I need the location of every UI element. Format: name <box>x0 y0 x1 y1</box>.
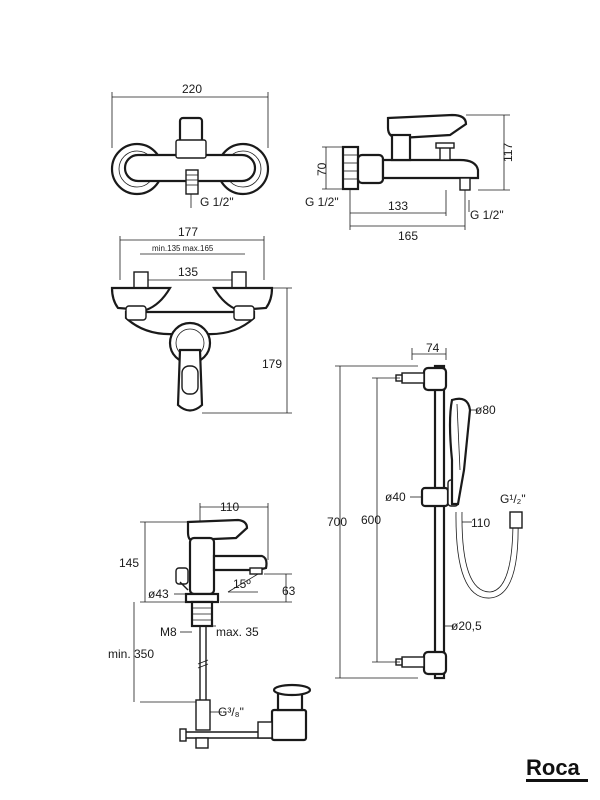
shower-kit: 74 700 600 ø80 ø40 110 G¹/₂" ø20,5 <box>327 341 526 680</box>
dim-base-dia: ø43 <box>148 587 169 601</box>
roca-logo: Roca <box>526 755 588 782</box>
dim-height-117: 117 <box>501 143 515 162</box>
dim-thread-right: G 1/2" <box>470 208 504 222</box>
dim-max-35: max. 35 <box>216 625 259 639</box>
dim-centers-range: min.135 max.165 <box>152 244 214 253</box>
dim-min-350: min. 350 <box>108 647 154 661</box>
front-view-bath-mixer: 220 G 1/2" <box>110 82 270 209</box>
dim-outlet-63: 63 <box>282 584 296 598</box>
dim-waste-thread: G³/₈" <box>218 705 244 719</box>
dim-spout-110: 110 <box>220 500 239 514</box>
dim-bracket-dia: ø40 <box>385 490 406 504</box>
dim-height-70: 70 <box>315 162 329 176</box>
roca-logo-text: Roca <box>526 755 581 780</box>
dim-thread-left: G 1/2" <box>305 195 339 209</box>
dim-rail-700: 700 <box>327 515 347 529</box>
dim-width-220: 220 <box>182 82 202 96</box>
dim-hose-thread: G¹/₂" <box>500 492 526 506</box>
dim-offset-74: 74 <box>426 341 440 355</box>
dim-spout-133: 133 <box>388 199 408 213</box>
dim-height-145: 145 <box>119 556 139 570</box>
dim-depth-165: 165 <box>398 229 418 243</box>
top-view-bath-mixer: 177 min.135 max.165 135 179 <box>110 225 292 414</box>
dim-angle-15: 15º <box>233 577 251 591</box>
dim-centers-135: 135 <box>178 265 198 279</box>
dim-depth-179: 179 <box>262 357 282 371</box>
dim-fixing-600: 600 <box>361 513 381 527</box>
side-view-bath-mixer: 70 117 133 165 G 1/2" G 1/2" <box>305 113 515 243</box>
dim-handshower-dia: ø80 <box>475 403 496 417</box>
dim-width-177: 177 <box>178 225 198 239</box>
dim-rod-m8: M8 <box>160 625 177 639</box>
dim-hose-110: 110 <box>471 516 490 530</box>
basin-mixer: 110 145 ø43 15º 63 <box>108 500 312 749</box>
dim-rail-dia: ø20,5 <box>451 619 482 633</box>
dim-thread-front: G 1/2" <box>200 195 234 209</box>
